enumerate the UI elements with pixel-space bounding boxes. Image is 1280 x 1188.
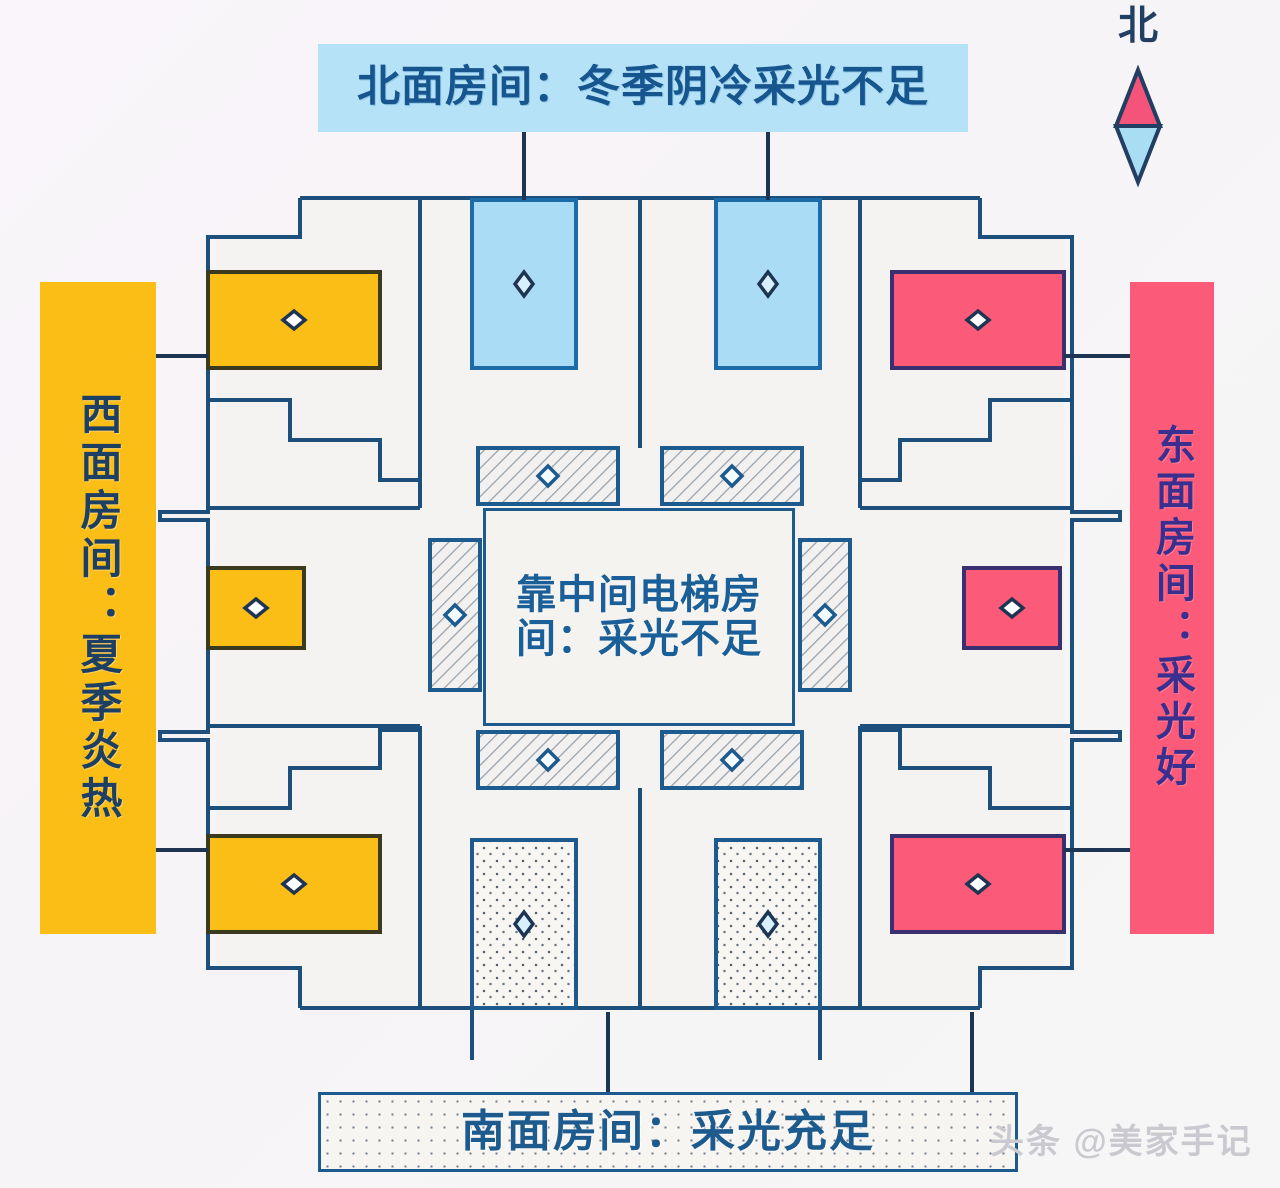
window-marker-icon — [964, 308, 992, 332]
inner-rooms-layer — [428, 446, 852, 790]
label-band-east: 东面房间：采光好 — [1130, 282, 1214, 934]
label-west-text: 西面房间：夏季炎热 — [75, 392, 123, 824]
mid-east-room — [962, 566, 1062, 650]
inner-room-top-left — [476, 446, 620, 506]
window-marker-icon — [280, 872, 308, 896]
window-marker-icon — [719, 747, 745, 773]
label-north-text: 北面房间：冬季阴冷采光不足 — [357, 63, 929, 112]
center-callout-text: 靠中间电梯房 间：采光不足 — [516, 572, 762, 662]
window-marker-icon — [998, 596, 1026, 620]
window-marker-icon — [756, 269, 780, 299]
partition-upper-left — [208, 398, 420, 482]
south-west-corner-room — [206, 834, 382, 934]
outer-wall-right — [978, 198, 1122, 1008]
label-east-text: 东面房间：采光好 — [1150, 424, 1194, 792]
window-marker-icon — [442, 602, 468, 628]
inner-room-top-right — [660, 446, 804, 506]
inner-room-bottom-right — [660, 730, 804, 790]
label-south-text: 南面房间：采光充足 — [461, 1106, 875, 1156]
north-room-left — [470, 198, 578, 370]
window-marker-icon — [512, 269, 536, 299]
rooms-layer — [206, 198, 1066, 1010]
partition-upper-right — [860, 398, 1072, 482]
window-marker-icon — [512, 909, 536, 939]
north-east-corner-room-fill — [890, 270, 1066, 370]
compass: 北 — [1098, 6, 1178, 214]
watermark: 头条 @美家手记 — [990, 1123, 1253, 1161]
inner-room-bottom-left — [476, 730, 620, 790]
mid-west-room — [206, 566, 306, 650]
window-marker-icon — [812, 602, 838, 628]
window-marker-icon — [535, 747, 561, 773]
window-marker-icon — [535, 463, 561, 489]
leader-lines-layer — [156, 132, 1130, 1092]
north-room-right — [714, 198, 822, 370]
center-callout-line2: 间：采光不足 — [516, 617, 762, 661]
compass-needle-icon — [1113, 64, 1163, 188]
label-band-south: 南面房间：采光充足 — [318, 1092, 1018, 1172]
inner-room-right — [798, 538, 852, 692]
partition-lower-right — [860, 728, 1072, 810]
center-callout-line1: 靠中间电梯房 — [516, 573, 762, 617]
center-elevator-callout: 靠中间电梯房 间：采光不足 — [483, 508, 795, 726]
south-room-left — [470, 838, 578, 1010]
south-east-corner-room — [890, 834, 1066, 934]
north-east-corner-room — [890, 270, 1066, 370]
window-marker-icon — [964, 872, 992, 896]
inner-room-left — [428, 538, 482, 692]
compass-north-label: 北 — [1118, 4, 1158, 48]
north-west-corner-room — [206, 270, 382, 370]
south-room-right — [714, 838, 822, 1010]
label-band-north: 北面房间：冬季阴冷采光不足 — [318, 44, 968, 132]
window-marker-icon — [719, 463, 745, 489]
label-band-west: 西面房间：夏季炎热 — [40, 282, 156, 934]
partition-lower-left — [208, 728, 420, 810]
window-marker-icon — [242, 596, 270, 620]
window-marker-icon — [280, 308, 308, 332]
window-marker-icon — [756, 909, 780, 939]
